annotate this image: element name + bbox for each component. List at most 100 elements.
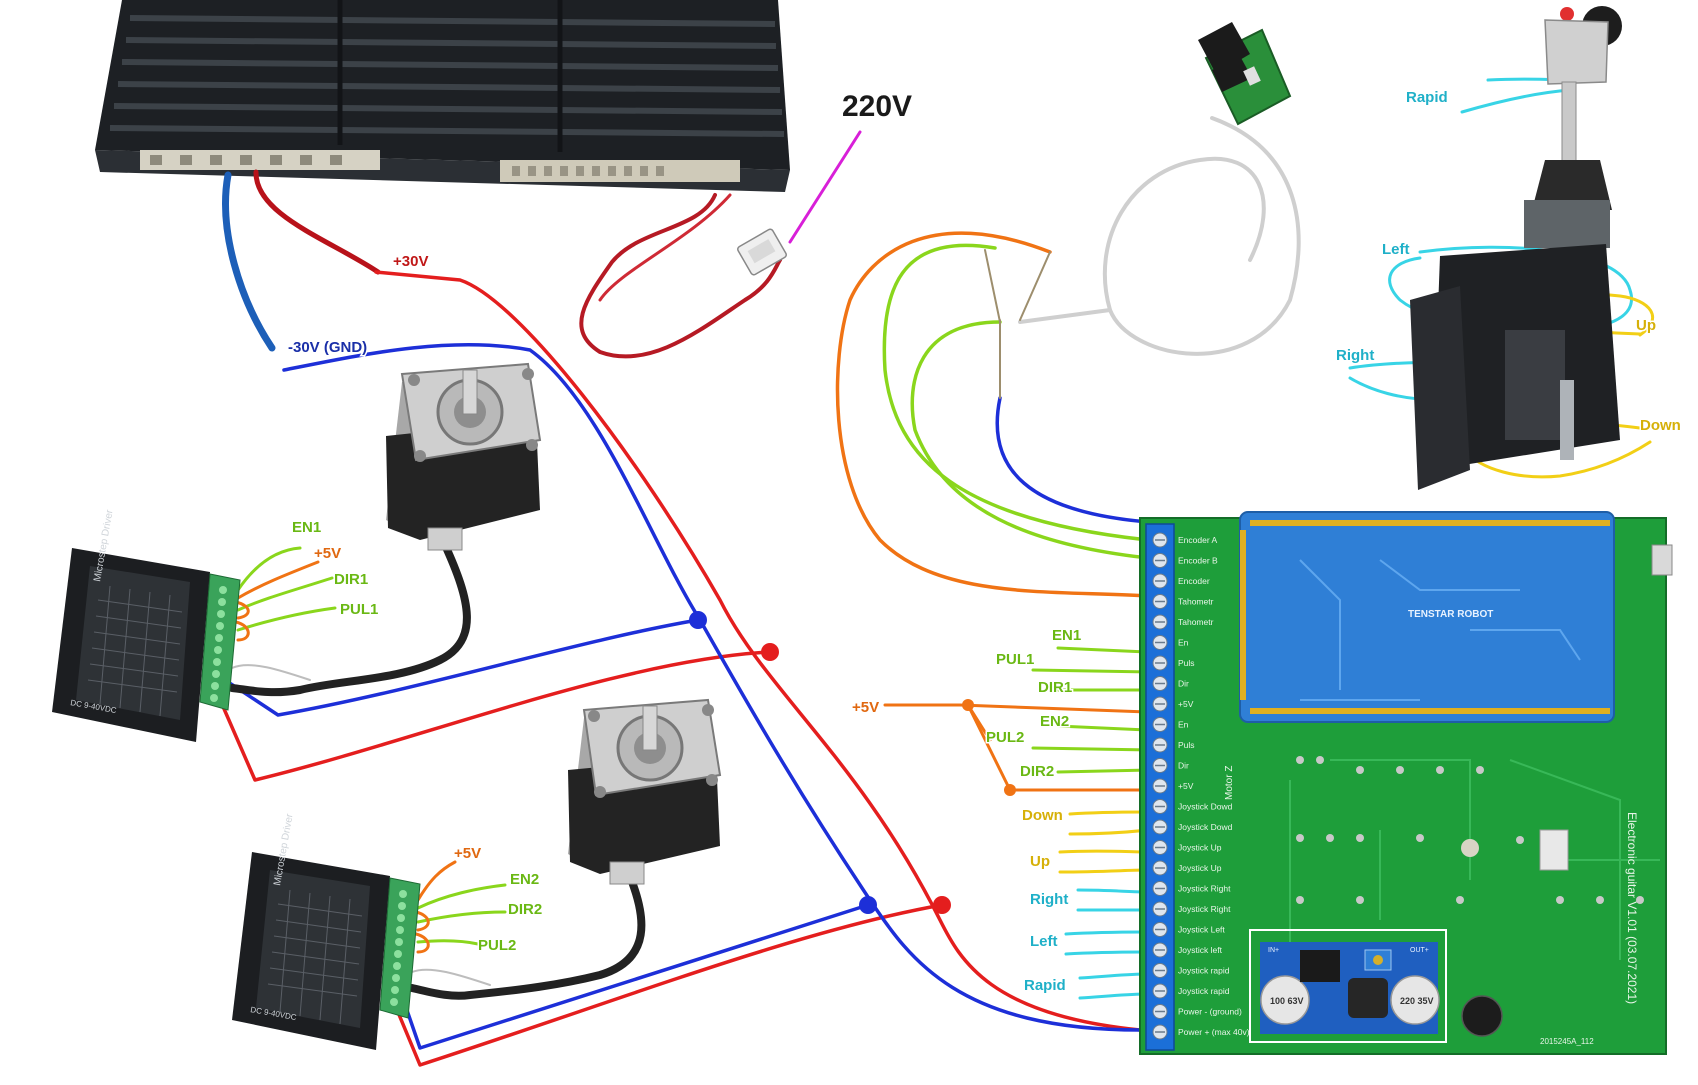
terminal-label: Joystick rapid (1178, 986, 1230, 996)
b-up-wire-1 (1058, 849, 1150, 854)
d2-loop-b (414, 932, 430, 954)
label-b-pul1: PUL1 (996, 651, 1034, 668)
red-driver1 (216, 650, 772, 782)
shield-header-pins (1240, 520, 1610, 714)
d2-loop-a (414, 910, 430, 932)
terminal-label: Encoder B (1178, 556, 1218, 566)
terminal-label: Joystick Right (1178, 904, 1231, 914)
b-left-wire-1 (1064, 930, 1150, 936)
label-b-dir2: DIR2 (1020, 763, 1054, 780)
label-b-en2: EN2 (1040, 713, 1069, 730)
psu-brown-lead (253, 169, 381, 275)
blue-driver1 (223, 618, 700, 717)
ac-connector (737, 228, 787, 276)
terminal-label: Joystick Up (1178, 863, 1222, 873)
motor1-cable (228, 541, 471, 697)
b-left-wire-2 (1064, 950, 1150, 956)
b-right-wire-1 (1076, 888, 1150, 894)
terminal-label: Power - (ground) (1178, 1007, 1242, 1017)
blue-shield: TENSTAR ROBOT (1239, 511, 1673, 723)
terminal-label: Dir (1178, 679, 1189, 689)
label-b-dir1: DIR1 (1038, 679, 1072, 696)
b-rapid-wire-1 (1078, 972, 1150, 980)
terminal-label: +5V (1178, 699, 1194, 709)
label-b-en1: EN1 (1052, 627, 1081, 644)
b-down-wire-1 (1068, 810, 1150, 816)
terminal-label: +5V (1178, 781, 1194, 791)
sensor-thin-wires (984, 249, 1051, 399)
d2-en-wire (416, 883, 507, 910)
junction-orange-2 (1004, 784, 1016, 796)
terminal-label: Power + (max 40v) (1178, 1027, 1250, 1037)
label-220v: 220V (842, 90, 912, 123)
b-5v-branch2 (966, 703, 992, 742)
motor2-stepper-wires (411, 968, 491, 986)
label-js-left: Left (1382, 241, 1410, 258)
label-plus30v: +30V (393, 253, 428, 270)
terminal-label: Joystick Up (1178, 843, 1222, 853)
terminal-label: Dir (1178, 761, 1189, 771)
label-d1-5v: +5V (314, 545, 341, 562)
module-out-label: OUT+ (1410, 947, 1429, 954)
label-minus30v: -30V (GND) (288, 339, 367, 356)
d1-dir-wire (236, 576, 334, 612)
d1-5v-wire (236, 560, 320, 600)
terminal-label: Joystick Left (1178, 925, 1225, 935)
terminal-label: Puls (1178, 658, 1195, 668)
shield-text: TENSTAR ROBOT (1408, 609, 1493, 620)
labels: 220V +30V -30V (GND) EN1 +5V DIR1 PUL1 +… (287, 88, 1683, 996)
label-b-down: Down (1022, 807, 1063, 824)
label-b-rapid: Rapid (1024, 977, 1066, 994)
blue-tach (995, 396, 1150, 524)
terminal-label: En (1178, 638, 1189, 648)
terminal-label: Joystick Right (1178, 884, 1231, 894)
junction-blue-2 (859, 896, 877, 914)
label-d2-dir2: DIR2 (508, 901, 542, 918)
b-pul1-wire (1031, 668, 1150, 674)
psu-blue-lead (222, 171, 276, 352)
b-pul2-wire (1031, 746, 1150, 752)
sensor-cable-end (1018, 308, 1112, 324)
b-rapid-wire-2 (1078, 992, 1150, 1000)
terminal-label: En (1178, 720, 1189, 730)
terminal-label: Encoder A (1178, 535, 1218, 545)
label-d2-pul2: PUL2 (478, 937, 516, 954)
green-encoder-a (882, 243, 1150, 542)
d1-loop-a (234, 600, 250, 620)
terminal-label: Encoder (1178, 576, 1210, 586)
label-b-5v: +5V (852, 699, 879, 716)
pcb-id-text: 2015245A_112 (1540, 1037, 1594, 1046)
terminal-block (1145, 523, 1175, 1051)
stepper-driver-2: Microstep Driver DC 9-40VDC (232, 812, 421, 1050)
terminal-label: Tahometr (1178, 617, 1214, 627)
blue-driver2 (398, 903, 870, 1050)
ac-loop (579, 193, 782, 359)
b-down-wire-2 (1068, 828, 1150, 836)
cap-left-label: 100 63V (1270, 996, 1304, 1006)
joystick (1410, 6, 1622, 490)
cap-right-label: 220 35V (1400, 996, 1434, 1006)
label-b-pul2: PUL2 (986, 729, 1024, 746)
label-d2-5v: +5V (454, 845, 481, 862)
label-d2-en2: EN2 (510, 871, 539, 888)
driver2-terminal-screws (390, 890, 407, 1006)
d2-5v-wire (416, 860, 457, 902)
junctions (689, 611, 1016, 914)
junction-red-1 (761, 643, 779, 661)
label-b-left: Left (1030, 933, 1058, 950)
label-d1-pul1: PUL1 (340, 601, 378, 618)
junction-orange-1 (962, 699, 974, 711)
green-encoder-b (910, 320, 1150, 560)
stepper-motor-1 (386, 362, 542, 551)
driver1-terminal-screws (210, 586, 227, 702)
red-bus-main (374, 270, 1142, 1032)
terminal-label: Joystick left (1178, 945, 1223, 955)
b-5v-wire (883, 703, 1150, 714)
stepper-motor-2 (568, 698, 722, 885)
label-js-rapid: Rapid (1406, 89, 1448, 106)
pcb-pads (1296, 756, 1644, 904)
junction-blue-1 (689, 611, 707, 629)
label-js-up: Up (1636, 317, 1656, 334)
